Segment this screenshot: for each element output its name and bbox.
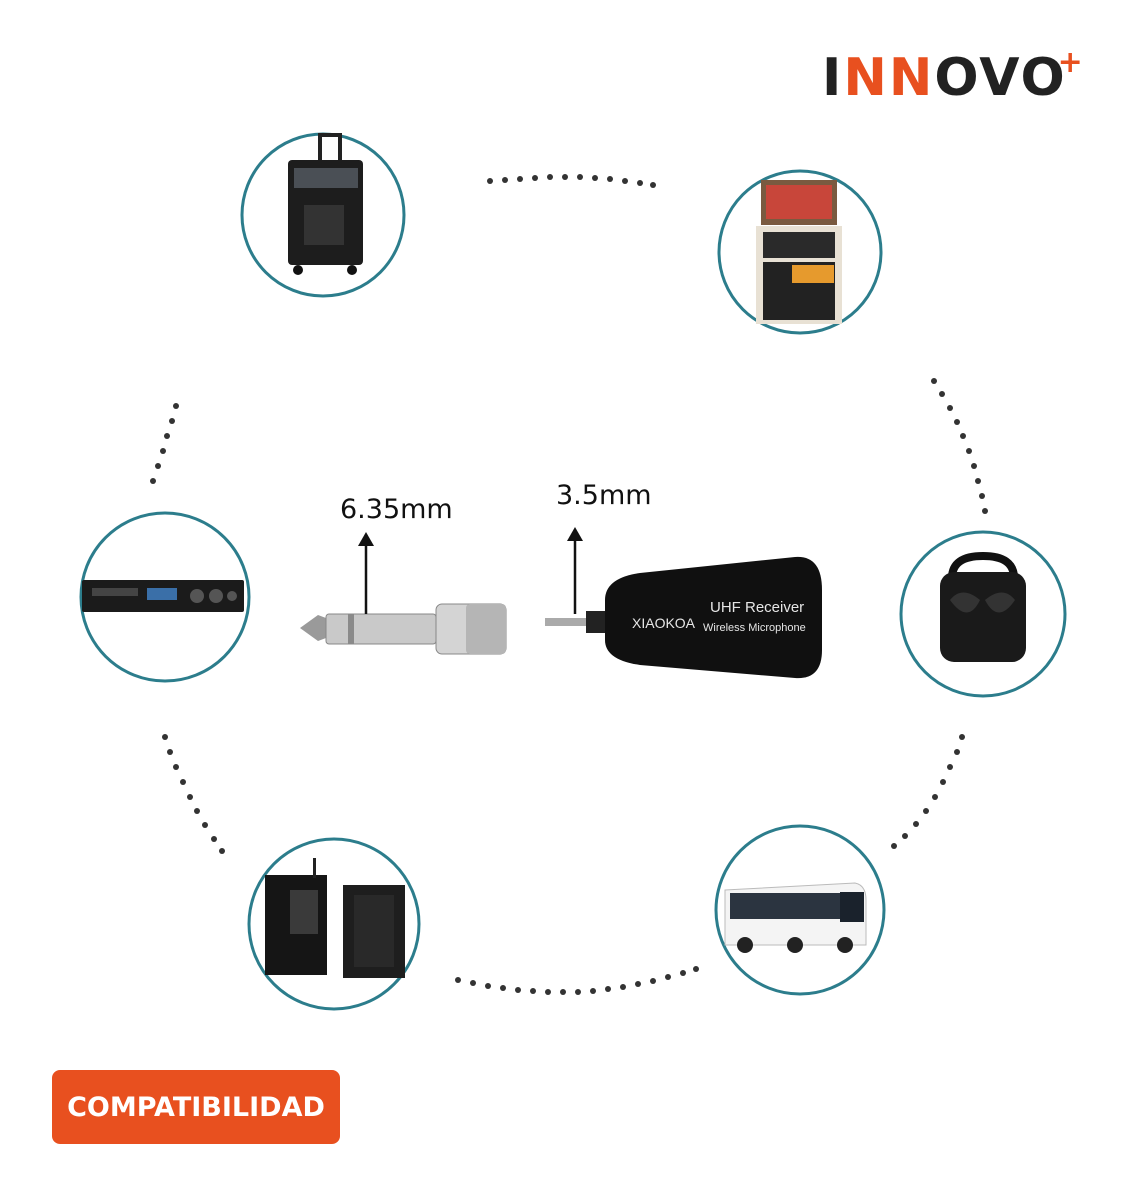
device-circle-trolley-speaker <box>240 132 406 298</box>
bus-icon <box>724 882 867 953</box>
device-circle-karaoke-speaker <box>717 169 883 335</box>
logo-highlight: NN <box>843 48 935 108</box>
logo-plus: + <box>1057 45 1085 80</box>
amplifier-icon <box>82 580 244 612</box>
device-circle-portable-speaker <box>899 530 1067 698</box>
receiver-model: UHF Receiver <box>710 599 804 616</box>
device-circle-bus <box>714 824 886 996</box>
brand-logo: INNOVO+ <box>822 48 1083 105</box>
receiver-subtitle: Wireless Microphone <box>703 622 806 634</box>
device-circle-studio-speakers <box>247 837 421 1011</box>
trolley-speaker-icon <box>288 133 363 275</box>
device-circle-amplifier <box>79 511 251 683</box>
logo-prefix: I <box>822 48 844 108</box>
label-6-35mm: 6.35mm <box>340 494 453 525</box>
label-3-5mm: 3.5mm <box>556 480 652 511</box>
studio-speakers-icon <box>265 858 405 978</box>
dotted-arcs <box>150 174 988 995</box>
karaoke-speaker-icon <box>756 180 842 324</box>
portable-speaker-icon <box>940 551 1026 662</box>
arrow-6-35mm <box>358 532 374 614</box>
compatibility-badge: COMPATIBILIDAD <box>52 1070 340 1144</box>
logo-suffix: OVO <box>934 48 1067 108</box>
jack-adapter-6-35mm <box>300 603 507 655</box>
receiver-brand: XIAOKOA <box>632 615 696 631</box>
arrow-3-5mm <box>567 527 583 614</box>
uhf-receiver: XIAOKOA UHF Receiver Wireless Microphone <box>545 556 822 679</box>
